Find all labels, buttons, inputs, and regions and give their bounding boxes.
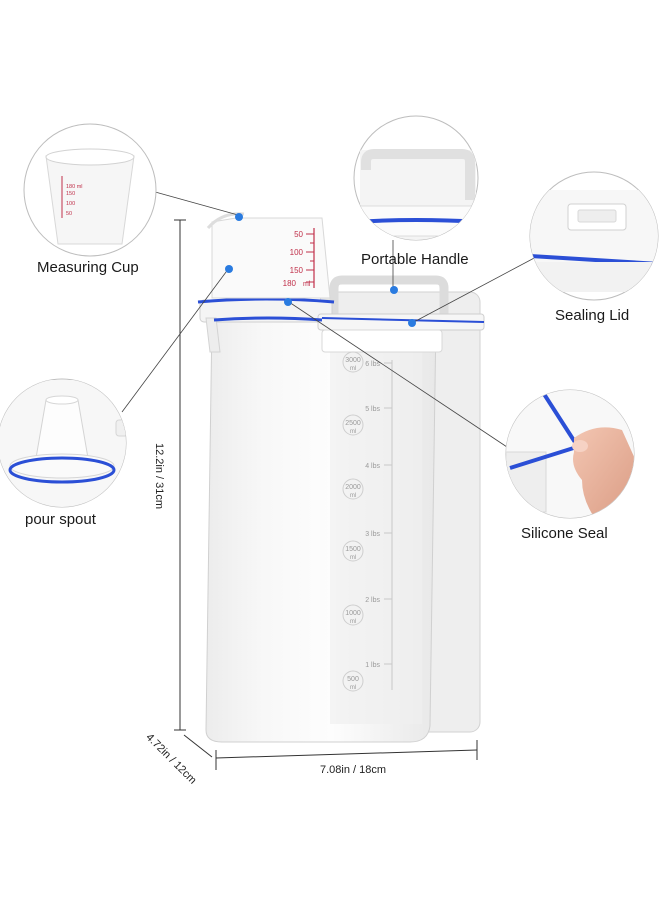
scale-ml-unit-6: ml xyxy=(350,685,356,691)
scale-ml-2000: 2000 xyxy=(345,484,361,491)
cup-scale-unit: ml xyxy=(303,281,311,288)
scale-ml-1000: 1000 xyxy=(345,610,361,617)
sealing-lid-label: Sealing Lid xyxy=(555,307,630,324)
scale-ml-unit-3: ml xyxy=(350,493,356,499)
scale-ml-unit-2: ml xyxy=(350,429,356,435)
pour-spout-label: pour spout xyxy=(25,511,96,528)
scale-lbs-3: 3 lbs xyxy=(365,531,380,538)
silicone-seal-detail xyxy=(505,389,635,519)
small-cup-scale-180: 180 ml xyxy=(66,184,83,190)
cup-scale: 50 100 150 180 ml xyxy=(283,228,315,288)
small-cup-scale-150: 150 xyxy=(66,191,75,197)
scale-ml-unit-4: ml xyxy=(350,555,356,561)
dimension-lines xyxy=(174,219,478,770)
scale-lbs-6: 6 lbs xyxy=(365,361,380,368)
scale-lbs-5: 5 lbs xyxy=(365,406,380,413)
measuring-cup-detail: 180 ml 150 100 50 xyxy=(23,123,157,257)
scale-ml-2500: 2500 xyxy=(345,420,361,427)
cup-scale-150: 150 xyxy=(290,266,304,275)
scale-lbs-2: 2 lbs xyxy=(365,597,380,604)
container-scale: 6 lbs 5 lbs 4 lbs 3 lbs 2 lbs 1 lbs 3000… xyxy=(342,351,393,692)
scale-ml-1500: 1500 xyxy=(345,546,361,553)
cup-scale-100: 100 xyxy=(290,248,304,257)
scale-lbs-1: 1 lbs xyxy=(365,662,380,669)
cup-scale-180: 180 xyxy=(283,279,297,288)
scale-ml-3000: 3000 xyxy=(345,357,361,364)
leader-lines xyxy=(121,189,539,448)
width-dimension-label: 7.08in / 18cm xyxy=(320,764,387,776)
scale-ml-unit-5: ml xyxy=(350,619,356,625)
height-dimension-label: 12.2in / 31cm xyxy=(153,442,166,510)
sealing-lid-detail xyxy=(529,171,659,301)
main-container: 50 100 150 180 ml 6 lbs 5 lbs 4 lbs 3 lb… xyxy=(197,212,485,743)
portable-handle-detail xyxy=(353,115,479,241)
cup-scale-50: 50 xyxy=(294,230,303,239)
small-cup-scale-50: 50 xyxy=(66,211,72,217)
scale-ml-500: 500 xyxy=(347,676,359,683)
small-cup-scale-100: 100 xyxy=(66,201,75,207)
measuring-cup-label: Measuring Cup xyxy=(37,259,139,276)
portable-handle-label: Portable Handle xyxy=(361,251,469,268)
pour-spout-detail xyxy=(0,378,127,508)
scale-ml-unit-1: ml xyxy=(350,366,356,372)
silicone-seal-label: Silicone Seal xyxy=(521,525,608,542)
callout-dots xyxy=(225,213,416,327)
scale-lbs-4: 4 lbs xyxy=(365,463,380,470)
